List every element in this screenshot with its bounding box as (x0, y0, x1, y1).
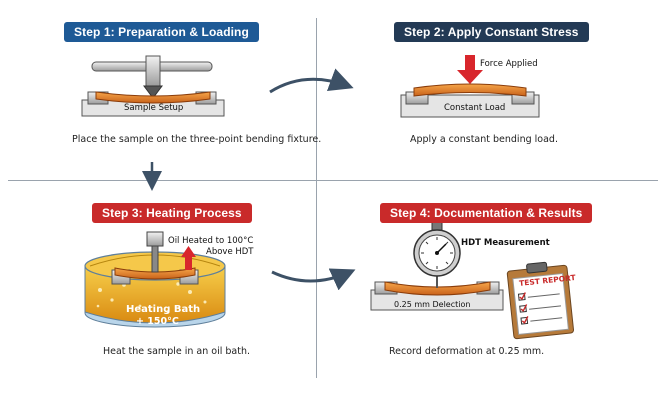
heating-bath-label: Heating Bath (126, 304, 201, 315)
step2-fixture (400, 55, 540, 118)
step3-oil-bath (84, 231, 226, 328)
step4-title: Step 4: Documentation & Results (380, 203, 593, 223)
checklist-icon (517, 292, 563, 325)
step4-caption: Record deformation at 0.25 mm. (389, 346, 545, 357)
oil-heated-label: Oil Heated to 100°C (168, 236, 254, 246)
step2-caption: Apply a constant bending load. (410, 134, 558, 145)
step1-caption: Place the sample on the three-point bend… (72, 134, 322, 145)
step1-title: Step 1: Preparation & Loading (64, 22, 259, 42)
force-applied-label: Force Applied (480, 59, 538, 69)
down-arrow-icon (457, 55, 483, 84)
horizontal-divider (8, 180, 658, 181)
flow-arrow-icon (269, 68, 354, 94)
sample-setup-label: Sample Setup (124, 103, 184, 113)
step2-title: Step 2: Apply Constant Stress (394, 22, 589, 42)
up-arrow-icon (181, 246, 196, 270)
step3-caption: Heat the sample in an oil bath. (103, 346, 250, 357)
above-hdt-label: Above HDT (206, 247, 254, 257)
temperature-label: + 150°C (136, 316, 179, 327)
step4-measurement (370, 221, 575, 340)
deflection-label: 0.25 mm Delection (394, 300, 471, 309)
step1-fixture (81, 55, 225, 117)
clipboard-icon (506, 261, 575, 340)
constant-load-label: Constant Load (444, 103, 506, 113)
flow-arrow-icon (271, 268, 356, 291)
dial-gauge-icon (413, 221, 461, 277)
hdt-measurement-label: HDT Measurement (461, 238, 550, 248)
step3-title: Step 3: Heating Process (92, 203, 252, 223)
vertical-divider (316, 18, 317, 378)
